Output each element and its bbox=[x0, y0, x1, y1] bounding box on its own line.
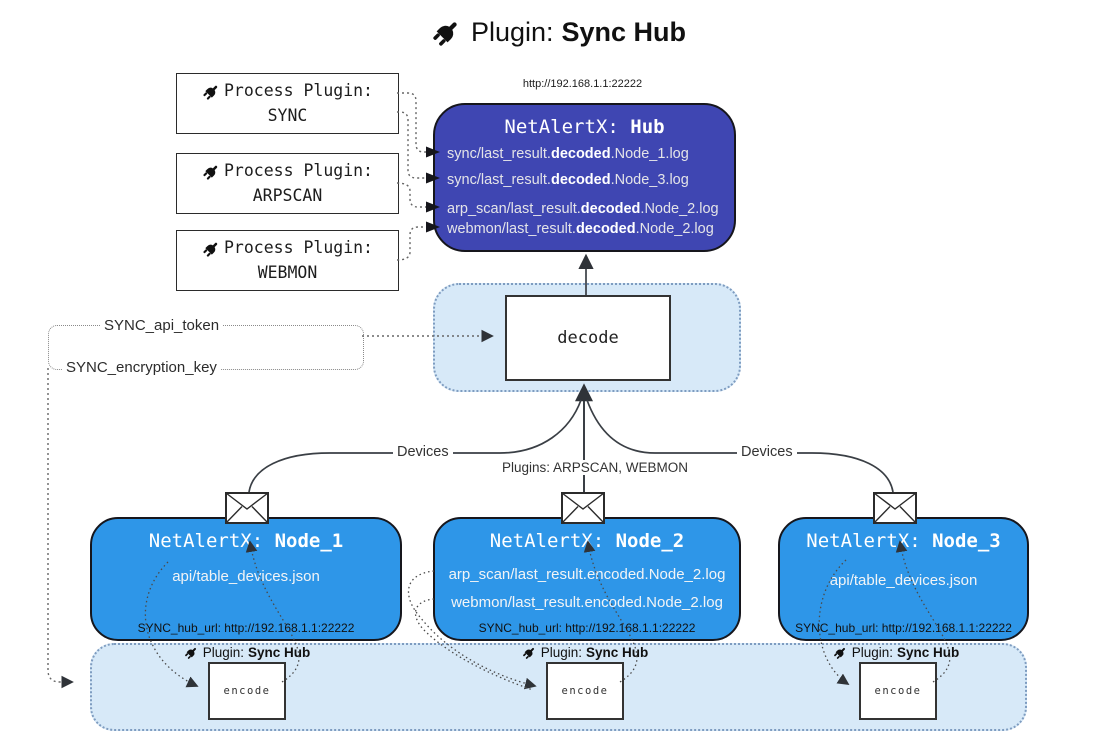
hub-log-entry: webmon/last_result.decoded.Node_2.log bbox=[447, 221, 714, 237]
hub-url-label: http://192.168.1.1:22222 bbox=[522, 78, 643, 90]
sync-encryption-key-label: SYNC_encryption_key bbox=[62, 359, 221, 376]
process-plugin-webmon-box: Process Plugin: WEBMON bbox=[176, 230, 399, 291]
node2-hub-url: SYNC_hub_url: http://192.168.1.1:22222 bbox=[478, 621, 696, 635]
process-plugin-title: Process Plugin: bbox=[223, 237, 373, 257]
node3-hub-url: SYNC_hub_url: http://192.168.1.1:22222 bbox=[795, 621, 1012, 635]
hub-log-entry: sync/last_result.decoded.Node_3.log bbox=[447, 172, 689, 188]
sync-api-token-label: SYNC_api_token bbox=[100, 317, 224, 334]
node1-title: NetAlertX: Node_1 bbox=[148, 530, 344, 552]
edge-label-devices-right: Devices bbox=[737, 444, 797, 460]
node3-file: api/table_devices.json bbox=[829, 572, 978, 589]
node2-box: NetAlertX: Node_2 arp_scan/last_result.e… bbox=[433, 517, 741, 641]
node2-title: NetAlertX: Node_2 bbox=[489, 530, 685, 552]
process-plugin-name: SYNC bbox=[267, 105, 308, 125]
settings-to-band-edge bbox=[47, 368, 74, 689]
band-label-2: Plugin:Sync Hub bbox=[505, 645, 665, 660]
band-label-3: Plugin:Sync Hub bbox=[816, 645, 976, 660]
encode-box-3: encode bbox=[859, 662, 937, 720]
process-plugin-sync-box: Process Plugin: SYNC bbox=[176, 73, 399, 134]
envelope-icon bbox=[561, 492, 605, 524]
band-label-1: Plugin:Sync Hub bbox=[167, 645, 327, 660]
hub-log-entry: sync/last_result.decoded.Node_1.log bbox=[447, 146, 689, 162]
node2-file: webmon/last_result.encoded.Node_2.log bbox=[451, 594, 723, 611]
plug-icon bbox=[832, 645, 848, 660]
envelope-icon bbox=[873, 492, 917, 524]
plug-icon bbox=[202, 239, 221, 258]
node3-title: NetAlertX: Node_3 bbox=[806, 530, 1001, 552]
hub-log-entry: arp_scan/last_result.decoded.Node_2.log bbox=[447, 201, 719, 217]
plug-icon bbox=[431, 17, 462, 48]
hub-title: NetAlertX: Hub bbox=[504, 116, 665, 138]
plugin-to-hub-edges bbox=[396, 92, 427, 261]
page-title: Plugin: Sync Hub bbox=[0, 16, 1117, 48]
plug-icon bbox=[183, 645, 199, 660]
plug-icon bbox=[521, 645, 537, 660]
node1-file: api/table_devices.json bbox=[172, 568, 320, 585]
node1-hub-url: SYNC_hub_url: http://192.168.1.1:22222 bbox=[137, 621, 355, 635]
edge-label-plugins: Plugins: ARPSCAN, WEBMON bbox=[498, 460, 693, 475]
decode-box: decode bbox=[505, 295, 671, 381]
encode-box-1: encode bbox=[208, 662, 286, 720]
process-plugin-name: WEBMON bbox=[257, 262, 318, 282]
plug-icon bbox=[202, 82, 221, 101]
plug-icon bbox=[202, 162, 221, 181]
edge-label-devices-left: Devices bbox=[393, 444, 453, 460]
node2-file: arp_scan/last_result.encoded.Node_2.log bbox=[448, 566, 726, 583]
encode-box-2: encode bbox=[546, 662, 624, 720]
node1-box: NetAlertX: Node_1 api/table_devices.json… bbox=[90, 517, 402, 641]
envelope-icon bbox=[225, 492, 269, 524]
process-plugin-title: Process Plugin: bbox=[223, 80, 373, 100]
process-plugin-title: Process Plugin: bbox=[223, 160, 373, 180]
process-plugin-arpscan-box: Process Plugin: ARPSCAN bbox=[176, 153, 399, 214]
hub-box: NetAlertX: Hub sync/last_result.decoded.… bbox=[433, 103, 736, 252]
page-title-prefix: Plugin: bbox=[470, 16, 554, 47]
process-plugin-name: ARPSCAN bbox=[252, 185, 323, 205]
node3-box: NetAlertX: Node_3 api/table_devices.json… bbox=[778, 517, 1029, 641]
page-title-bold: Sync Hub bbox=[561, 16, 687, 47]
